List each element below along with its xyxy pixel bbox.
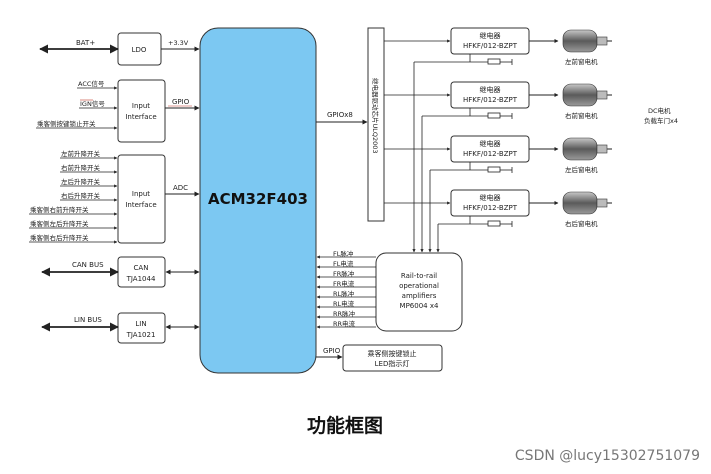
signal-passenger-lock: 乘客侧按键锁止开关 <box>37 119 96 128</box>
adc-in-label: ADC <box>173 184 188 192</box>
mcu-block <box>199 27 317 374</box>
signal-fr-switch: 右前升降开关 <box>61 163 101 172</box>
can-line2: TJA1044 <box>126 275 156 283</box>
input-interface-1 <box>117 79 166 143</box>
feedback-fr-pulse: FR脉冲 <box>333 269 355 278</box>
motor-4-label: 右后窗电机 <box>565 219 598 228</box>
relay-1-line2: HFKF/012-BZPT <box>463 42 518 50</box>
motor-icon <box>562 83 612 107</box>
feedback-rr-current: RR电流 <box>333 319 356 328</box>
led-indicator-block <box>342 344 443 372</box>
input-interface-2-line1: Input <box>132 190 150 198</box>
relay-2-line1: 继电器 <box>480 85 501 94</box>
signal-rl-switch: 左后升降开关 <box>61 177 101 186</box>
can-line1: CAN <box>134 264 149 272</box>
relay-1: 继电器 HFKF/012-BZPT <box>450 27 559 55</box>
input-interface-1-line2: Interface <box>125 113 156 121</box>
input-1-signals: ACC信号 IGN信号 乘客侧按键锁止开关 <box>36 79 118 130</box>
opamp-line1: Rail-to-rail <box>401 272 437 280</box>
relay-3-line1: 继电器 <box>480 139 501 148</box>
current-sense-paths <box>412 54 513 253</box>
gpio-in-label: GPIO <box>172 98 190 106</box>
signal-p-rl-switch: 乘客侧左后升降开关 <box>30 219 89 228</box>
opamp-block <box>375 252 463 332</box>
input-interface-1-line1: Input <box>132 102 150 110</box>
feedback-signals: FL脉冲 FL电流 FR脉冲 FR电流 RL脉冲 RL电流 RR脉冲 RR电流 <box>316 249 376 329</box>
relay-3: 继电器 HFKF/012-BZPT <box>450 135 559 163</box>
motor-2-label: 右前窗电机 <box>565 111 598 120</box>
can-bus-label: CAN BUS <box>72 261 104 269</box>
relay-4-line2: HFKF/012-BZPT <box>463 204 518 212</box>
signal-p-fr-switch: 乘客侧右前升降开关 <box>30 205 89 214</box>
feedback-fr-current: FR电流 <box>333 279 355 288</box>
relay-2-line2: HFKF/012-BZPT <box>463 96 518 104</box>
mcu-label: ACM32F403 <box>208 190 308 208</box>
relay-driver-chip <box>367 27 385 222</box>
lin-bus-label: LIN BUS <box>74 316 102 324</box>
signal-acc: ACC信号 <box>78 79 105 88</box>
input-2-signals: 左前升降开关 右前升降开关 左后升降开关 右后升降开关 乘客侧右前升降开关 乘客… <box>29 149 118 244</box>
led-gpio-label: GPIO <box>323 347 341 355</box>
signal-fl-switch: 左前升降开关 <box>61 149 101 158</box>
led-line1: 乘客侧按键锁止 <box>368 349 417 358</box>
gpiox8-label: GPIOx8 <box>327 111 353 119</box>
dc-motor-note-line1: DC电机 <box>648 106 671 115</box>
motor-3-label: 左后窗电机 <box>565 165 598 174</box>
feedback-rl-pulse: RL脉冲 <box>333 289 355 298</box>
relay-2: 继电器 HFKF/012-BZPT <box>450 81 559 109</box>
figure-title: 功能框图 <box>307 414 383 437</box>
feedback-fl-pulse: FL脉冲 <box>333 249 354 258</box>
signal-ign: IGN信号 <box>80 99 105 108</box>
dc-motor-note-line2: 负载车门x4 <box>644 116 678 125</box>
motor-icon <box>562 29 612 53</box>
ldo-output-label: +3.3V <box>168 39 189 47</box>
led-line2: LED指示灯 <box>375 359 410 368</box>
opamp-line3: amplifiers <box>402 292 437 300</box>
relay-3-line2: HFKF/012-BZPT <box>463 150 518 158</box>
motor-icon <box>562 137 612 161</box>
feedback-fl-current: FL电流 <box>333 259 354 268</box>
watermark: CSDN @lucy15302751079 <box>515 448 700 464</box>
motor-1-label: 左前窗电机 <box>565 57 598 66</box>
relay-driver-label: 继电器驱动芯片ULQ2003 <box>371 78 380 154</box>
input-interface-2 <box>117 154 166 244</box>
ldo-label: LDO <box>132 46 147 54</box>
relay-1-line1: 继电器 <box>480 31 501 40</box>
relay-4: 继电器 HFKF/012-BZPT <box>450 189 559 217</box>
ldo-input-label: BAT+ <box>76 39 95 47</box>
opamp-line4: MP6004 x4 <box>400 302 439 310</box>
motor-icon <box>562 191 612 215</box>
opamp-line2: operational <box>399 282 439 290</box>
signal-rr-switch: 右后升降开关 <box>61 191 101 200</box>
relay-4-line1: 继电器 <box>480 193 501 202</box>
lin-line1: LIN <box>135 320 146 328</box>
input-interface-2-line2: Interface <box>125 201 156 209</box>
feedback-rl-current: RL电流 <box>333 299 355 308</box>
signal-p-rr-switch: 乘客侧右后升降开关 <box>30 233 89 242</box>
lin-line2: TJA1021 <box>126 331 156 339</box>
feedback-rr-pulse: RR脉冲 <box>333 309 356 318</box>
